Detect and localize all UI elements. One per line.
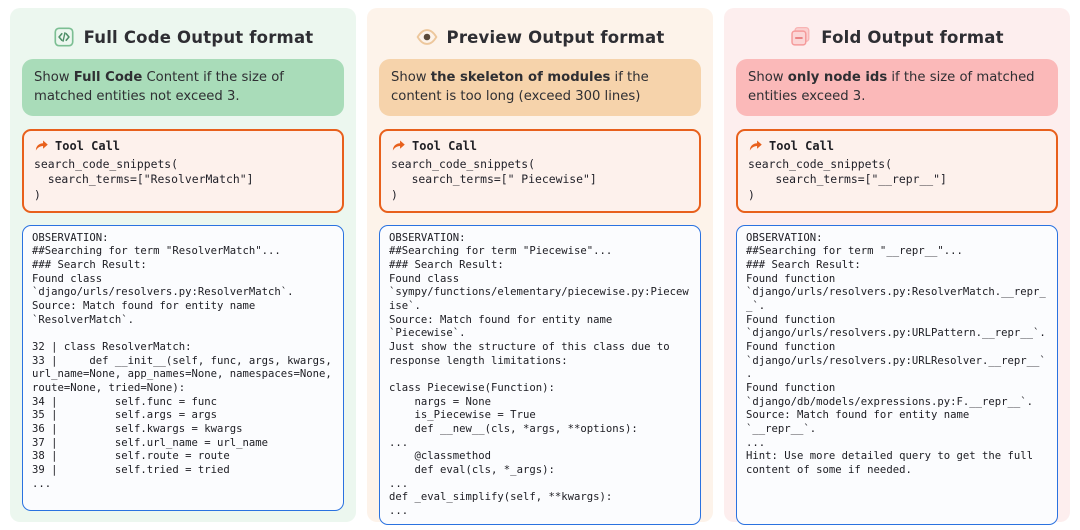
description-prefix: Show [748, 70, 788, 85]
description-strong: Full Code [73, 70, 143, 85]
panel-header: Full Code Output format [22, 20, 344, 54]
fold-collapse-icon [790, 26, 812, 48]
panel-title: Preview Output format [446, 27, 665, 47]
panel-description: Show only node ids if the size of matche… [736, 59, 1058, 117]
tool-call-header: Tool Call [34, 138, 332, 153]
share-arrow-icon [748, 138, 763, 153]
description-suffix: if the size of matched entities exceed 3… [748, 70, 1035, 105]
description-prefix: Show [391, 70, 431, 85]
panel-preview: Preview Output format Show the skeleton … [367, 8, 713, 525]
tool-call-label: Tool Call [412, 138, 478, 153]
tool-call-label: Tool Call [769, 138, 835, 153]
tool-call-code: search_code_snippets( search_terms=[" Pi… [391, 157, 597, 202]
panel-header: Fold Output format [736, 20, 1058, 54]
code-brackets-icon [53, 26, 75, 48]
tool-call-header: Tool Call [748, 138, 1046, 153]
tool-call-header: Tool Call [391, 138, 689, 153]
description-suffix: Content if the size of matched entities … [34, 70, 284, 105]
tool-call-label: Tool Call [55, 138, 121, 153]
panel-title: Fold Output format [821, 27, 1004, 47]
share-arrow-icon [34, 138, 49, 153]
description-strong: the skeleton of modules [430, 70, 611, 85]
description-prefix: Show [34, 70, 74, 85]
tool-call-code: search_code_snippets( search_terms=["Res… [34, 157, 254, 202]
observation-output: OBSERVATION: ##Searching for term "Piece… [379, 224, 701, 525]
panel-title: Full Code Output format [83, 27, 314, 47]
panel-header: Preview Output format [379, 20, 701, 54]
tool-call-box: Tool Call search_code_snippets( search_t… [379, 129, 701, 213]
tool-call-code: search_code_snippets( search_terms=["__r… [748, 157, 947, 202]
panel-description: Show the skeleton of modules if the cont… [379, 59, 701, 117]
panel-full-code: Full Code Output format Show Full Code C… [10, 8, 356, 522]
share-arrow-icon [391, 138, 406, 153]
eye-icon [416, 26, 438, 48]
observation-output: OBSERVATION: ##Searching for term "Resol… [22, 224, 344, 511]
description-suffix: if the content is too long (exceed 300 l… [391, 70, 649, 105]
tool-call-box: Tool Call search_code_snippets( search_t… [736, 129, 1058, 213]
observation-output: OBSERVATION: ##Searching for term "__rep… [736, 224, 1058, 525]
panel-fold: Fold Output format Show only node ids if… [724, 8, 1070, 525]
tool-call-box: Tool Call search_code_snippets( search_t… [22, 129, 344, 213]
panel-description: Show Full Code Content if the size of ma… [22, 59, 344, 117]
description-strong: only node ids [787, 70, 888, 85]
